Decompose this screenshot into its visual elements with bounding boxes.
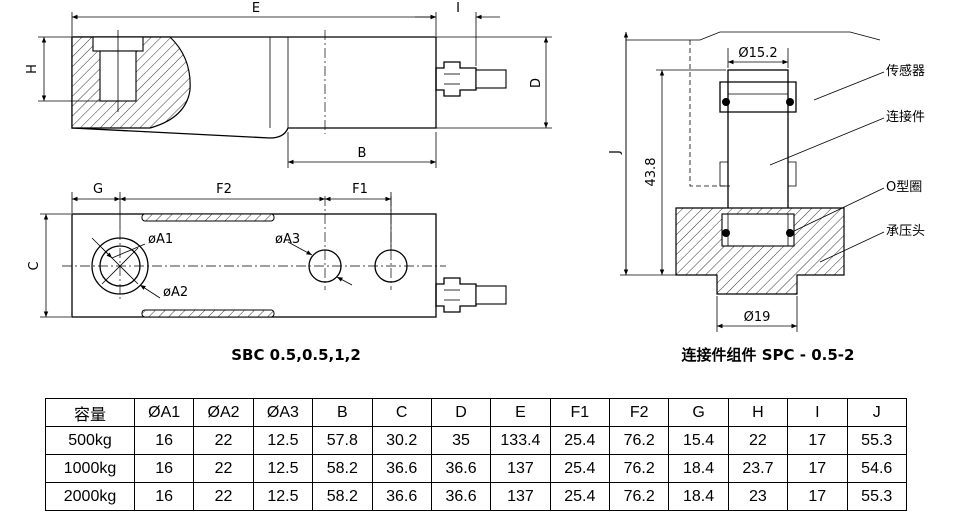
table-cell: 2000kg bbox=[45, 482, 135, 511]
cable-gland bbox=[435, 61, 477, 97]
table-cell: 54.6 bbox=[846, 454, 907, 483]
label-bearing-head: 承压头 bbox=[886, 224, 925, 239]
table-cell: 15.4 bbox=[668, 426, 729, 455]
dim-f2-label: F2 bbox=[216, 182, 232, 197]
dim-b-label: B bbox=[358, 146, 367, 161]
col-header: C bbox=[371, 398, 432, 427]
col-header: H bbox=[727, 398, 789, 427]
table-cell: 23.7 bbox=[727, 454, 789, 483]
dim-g-label: G bbox=[93, 182, 103, 197]
dim-d-label: D bbox=[529, 78, 544, 88]
oring-top-left bbox=[722, 98, 730, 106]
table-cell: 25.4 bbox=[549, 426, 611, 455]
oring-top-right bbox=[786, 98, 794, 106]
table-cell: 18.4 bbox=[668, 482, 729, 511]
col-header: G bbox=[668, 398, 729, 427]
table-cell: 22 bbox=[193, 454, 254, 483]
load-cell-body bbox=[71, 36, 437, 139]
label-connector: 连接件 bbox=[886, 109, 925, 125]
dim-c-label: C bbox=[27, 261, 42, 270]
table-cell: 35 bbox=[430, 426, 492, 455]
table-cell: 30.2 bbox=[371, 426, 432, 455]
table-cell: 17 bbox=[787, 454, 848, 483]
table-cell: 58.2 bbox=[312, 454, 373, 483]
bearing-head bbox=[675, 207, 845, 295]
table-cell: 57.8 bbox=[312, 426, 373, 455]
dim-f1-label: F1 bbox=[352, 182, 368, 197]
side-view: E I H D B bbox=[25, 1, 552, 168]
table-cell: 18.4 bbox=[668, 454, 729, 483]
col-header: ØA2 bbox=[193, 398, 254, 427]
label-oring: O型圈 bbox=[886, 180, 922, 195]
table-cell: 76.2 bbox=[608, 482, 670, 511]
connector-assembly: Ø15.2 Ø19 43.8 J 传感器 连接件 O型圈 承压头 连接件组件 S… bbox=[608, 31, 925, 364]
label-a3: øA3 bbox=[275, 232, 300, 247]
col-header: ØA1 bbox=[133, 398, 195, 427]
dim-top-dia: Ø15.2 bbox=[738, 46, 777, 61]
col-header: D bbox=[430, 398, 492, 427]
technical-drawing: E I H D B bbox=[25, 1, 925, 364]
cable bbox=[475, 69, 507, 89]
dim-i-label: I bbox=[456, 1, 460, 16]
table-cell: 133.4 bbox=[490, 426, 551, 455]
dim-e-label: E bbox=[252, 1, 260, 16]
table-cell: 55.3 bbox=[846, 482, 907, 511]
table-row: 1000kg 16 22 12.5 58.2 36.6 36.6 137 25.… bbox=[45, 454, 907, 483]
table-cell: 500kg bbox=[45, 426, 135, 455]
table-cell: 22 bbox=[727, 426, 789, 455]
col-header: F1 bbox=[549, 398, 611, 427]
col-header: 容量 bbox=[45, 398, 135, 427]
table-cell: 16 bbox=[133, 482, 195, 511]
table-header-row: 容量 ØA1 ØA2 ØA3 B C D E F1 F2 G H I J bbox=[45, 398, 907, 427]
table-cell: 55.3 bbox=[846, 426, 907, 455]
dim-j: J bbox=[608, 150, 623, 155]
table-cell: 36.6 bbox=[430, 482, 492, 511]
table-cell: 76.2 bbox=[608, 454, 670, 483]
table-cell: 22 bbox=[193, 426, 254, 455]
col-header: B bbox=[312, 398, 373, 427]
table-row: 2000kg 16 22 12.5 58.2 36.6 36.6 137 25.… bbox=[45, 482, 907, 511]
table-cell: 17 bbox=[787, 426, 848, 455]
table-cell: 36.6 bbox=[430, 454, 492, 483]
top-view: øA1 øA2 øA3 G F2 F1 C SBC 0.5,0.5,1,2 bbox=[27, 182, 507, 364]
table-cell: 1000kg bbox=[45, 454, 135, 483]
table-cell: 137 bbox=[490, 482, 551, 511]
table-cell: 12.5 bbox=[252, 426, 314, 455]
table-cell: 12.5 bbox=[252, 482, 314, 511]
caption-sbc: SBC 0.5,0.5,1,2 bbox=[231, 346, 361, 364]
table-cell: 76.2 bbox=[608, 426, 670, 455]
col-header: F2 bbox=[608, 398, 670, 427]
table-cell: 36.6 bbox=[371, 454, 432, 483]
col-header: E bbox=[490, 398, 551, 427]
table-row: 500kg 16 22 12.5 57.8 30.2 35 133.4 25.4… bbox=[45, 426, 907, 455]
table-cell: 23 bbox=[727, 482, 789, 511]
dim-height: 43.8 bbox=[644, 158, 659, 187]
table-cell: 16 bbox=[133, 426, 195, 455]
col-header: J bbox=[846, 398, 907, 427]
table-cell: 58.2 bbox=[312, 482, 373, 511]
table-cell: 16 bbox=[133, 454, 195, 483]
table-cell: 137 bbox=[490, 454, 551, 483]
table-cell: 25.4 bbox=[549, 454, 611, 483]
top-view-body bbox=[71, 213, 437, 318]
dim-bottom-dia: Ø19 bbox=[744, 310, 771, 325]
label-sensor: 传感器 bbox=[886, 63, 925, 79]
table-cell: 36.6 bbox=[371, 482, 432, 511]
table-cell: 22 bbox=[193, 482, 254, 511]
col-header: I bbox=[787, 398, 848, 427]
slot-top bbox=[141, 213, 275, 222]
slot-bottom bbox=[141, 309, 275, 318]
dim-h-label: H bbox=[25, 64, 40, 74]
label-a2: øA2 bbox=[163, 285, 188, 300]
label-a1: øA1 bbox=[148, 232, 173, 247]
spec-table: 容量 ØA1 ØA2 ØA3 B C D E F1 F2 G H I J 500… bbox=[45, 398, 907, 511]
col-header: ØA3 bbox=[252, 398, 314, 427]
caption-spc: 连接件组件 SPC - 0.5-2 bbox=[682, 346, 855, 364]
table-cell: 17 bbox=[787, 482, 848, 511]
table-cell: 12.5 bbox=[252, 454, 314, 483]
table-cell: 25.4 bbox=[549, 482, 611, 511]
